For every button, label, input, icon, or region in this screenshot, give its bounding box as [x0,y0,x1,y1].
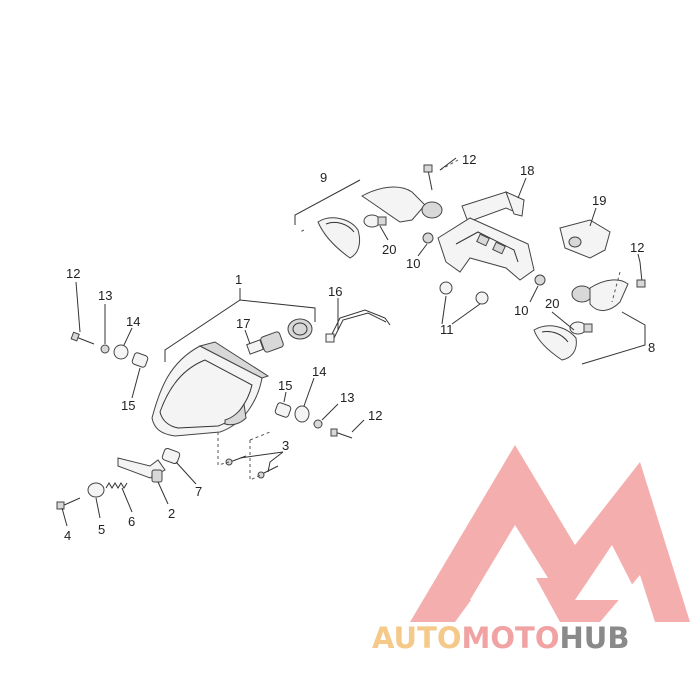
turn-signal-bulb-20-left [363,214,387,228]
leader-lines [61,157,641,527]
callout-12-left: 12 [66,266,80,281]
callout-labels: 1 2 3 4 5 6 7 8 9 10 10 11 12 12 12 12 1… [64,152,655,543]
spacer-15-left [131,352,149,368]
callout-7: 7 [195,484,202,499]
callout-13-right: 13 [340,390,354,405]
callout-19: 19 [592,193,606,208]
nut-10-left [422,232,434,244]
watermark-logo [410,445,690,622]
callout-17: 17 [236,316,250,331]
callout-10-right: 10 [514,303,528,318]
callout-3: 3 [282,438,289,453]
bulb-17 [246,331,284,355]
adjuster-bracket-2 [117,457,166,483]
spacer-7 [161,447,181,465]
callout-15-right: 15 [278,378,292,393]
callout-20-left: 20 [382,242,396,257]
turn-signal-lens-9 [317,217,361,259]
spacer-15-right [274,402,292,418]
screw-4 [56,497,81,510]
callout-9: 9 [320,170,327,185]
screw-12-left [70,331,95,345]
callout-2: 2 [168,506,175,521]
grommet-11-left [439,281,453,295]
callout-13-left: 13 [98,288,112,303]
watermark-part1: AUTO [372,621,462,655]
bracket-19 [559,219,611,259]
svg-text:AUTOMOTOHUB: AUTOMOTOHUB [372,621,629,655]
callout-9-bracket [294,179,361,225]
turn-signal-bulb-20-right [569,321,593,335]
watermark-text: AUTOMOTOHUB [372,621,629,655]
callout-1: 1 [235,272,242,287]
washer-13-right [313,419,323,429]
callout-8-bracket [581,311,646,365]
watermark-part2: MOTO [462,621,560,655]
grommet-14-right [294,405,310,423]
screw-12-lower-right [330,428,353,439]
spring-6 [105,482,128,489]
callout-12-lower-right: 12 [368,408,382,423]
screw-12-top [423,164,433,191]
callout-14-left: 14 [126,314,140,329]
callout-8: 8 [648,340,655,355]
mounting-frame [437,217,535,281]
turn-signal-body-left [361,186,443,223]
callout-12-top: 12 [462,152,476,167]
callout-6: 6 [128,514,135,529]
nut-10-right [534,274,546,286]
callout-4: 4 [64,528,71,543]
washer-13-left [100,344,110,354]
callout-20-right: 20 [545,296,559,311]
watermark-part3: HUB [560,621,630,655]
washer-5 [87,482,105,498]
callout-14-right: 14 [312,364,326,379]
turn-signal-body-right [571,279,629,311]
bulb-socket [287,318,313,340]
grommet-11-right [475,291,489,305]
callout-15-left: 15 [121,398,135,413]
callout-18: 18 [520,163,534,178]
grommet-14-left [113,344,129,360]
headlight-housing [151,341,270,437]
callout-5: 5 [98,522,105,537]
wiring-harness-16 [325,309,391,343]
bracket-18 [461,191,525,223]
screws-3 [225,455,279,479]
callout-16: 16 [328,284,342,299]
screw-12-right [636,261,646,288]
callout-12-right: 12 [630,240,644,255]
turn-signal-lens-8 [533,325,577,361]
callout-11: 11 [440,322,454,337]
callout-10-left: 10 [406,256,420,271]
